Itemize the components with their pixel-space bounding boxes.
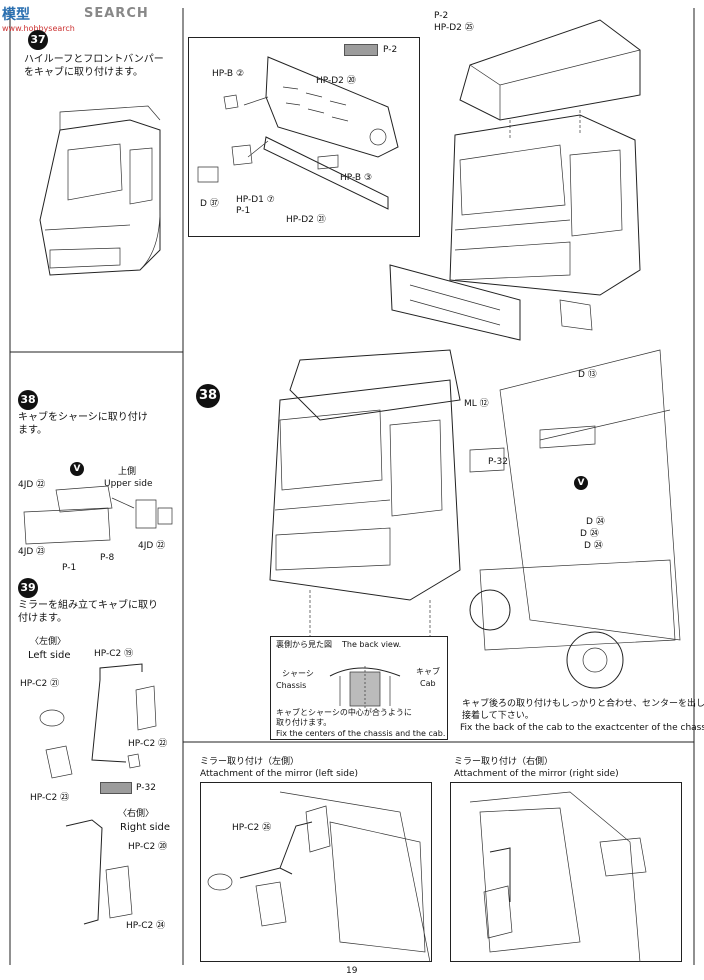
- label-p32-main: P-32: [488, 457, 508, 467]
- label-hpc2-24: HP-C2 ㉔: [126, 921, 166, 931]
- step-37-detail-box: [188, 37, 420, 237]
- note-jp-2: 接着して下さい。: [462, 711, 534, 721]
- chassis-en: Chassis: [276, 681, 307, 690]
- cab-assembly-step37: [389, 19, 641, 341]
- label-d24-b: D ㉔: [580, 529, 599, 539]
- mirror-left-title-en: Attachment of the mirror (left side): [200, 769, 359, 779]
- color-swatch-gray: [344, 44, 378, 56]
- step-39-text-2: 付けます。: [18, 613, 67, 624]
- step-37-badge: 37: [28, 30, 48, 50]
- label-hpc2-21: HP-C2 ㉑: [20, 679, 60, 689]
- mirror-right-title-en: Attachment of the mirror (right side): [454, 769, 619, 779]
- label-4jd22-a: 4JD ㉒: [18, 480, 46, 490]
- label-left-jp: 〈左側〉: [30, 637, 67, 647]
- step-38-badge: 38: [18, 390, 38, 410]
- center-jp-2: 取り付けます。: [276, 718, 332, 727]
- step-38-main-badge: 38: [196, 384, 220, 408]
- label-right-en: Right side: [120, 822, 170, 833]
- label-left-en: Left side: [28, 650, 71, 661]
- label-hpd2-20: HP-D2 ⑳: [316, 76, 356, 86]
- step-37-text-1: ハイルーフとフロントバンパー: [24, 54, 164, 65]
- label-hpd2-25: HP-D2 ㉕: [434, 23, 474, 33]
- mirror-parts-sketch: [39, 663, 157, 925]
- mirror-left-title-jp: ミラー取り付け（左側）: [200, 757, 300, 767]
- label-upper-jp: 上側: [118, 467, 137, 477]
- back-view-title-jp: 裏側から見た図: [276, 640, 332, 649]
- step-37-text-2: をキャブに取り付けます。: [24, 67, 143, 78]
- label-d24-a: D ㉔: [586, 517, 605, 527]
- label-p1: P-1: [236, 206, 251, 216]
- step-38-text-1: キャブをシャーシに取り付け: [18, 412, 148, 423]
- label-hpc2-23: HP-C2 ㉓: [30, 793, 70, 803]
- note-en: Fix the back of the cab to the exactcent…: [460, 723, 704, 733]
- label-hpc2-20: HP-C2 ⑳: [128, 842, 168, 852]
- mirror-right-title-jp: ミラー取り付け（右側）: [454, 757, 554, 767]
- v-mark-main: V: [574, 476, 588, 490]
- label-p32: P-32: [136, 783, 156, 793]
- label-4jd23: 4JD ㉓: [18, 547, 46, 557]
- label-d37: D ㊲: [200, 199, 219, 209]
- label-d13: D ⑬: [578, 370, 597, 380]
- label-p2-box: P-2: [383, 45, 398, 55]
- note-jp-1: キャブ後ろの取り付けもしっかりと合わせ、センターを出して: [462, 699, 704, 709]
- step-39-badge: 39: [18, 578, 38, 598]
- cab-en: Cab: [420, 679, 436, 688]
- step-38-text-2: ます。: [18, 425, 47, 436]
- label-upper-en: Upper side: [104, 479, 153, 489]
- watermark-logo: 模型: [2, 7, 30, 23]
- cab-jp: キャブ: [416, 667, 440, 676]
- mirror-left-box: [200, 782, 432, 962]
- label-hpd1-7: HP-D1 ⑦: [236, 195, 275, 205]
- center-jp-1: キャブとシャーシの中心が合うように: [276, 708, 412, 717]
- page-number: 19: [346, 966, 358, 976]
- watermark-site: www.hobbysearch: [2, 24, 75, 33]
- label-p8: P-8: [100, 553, 115, 563]
- label-hpc2-19: HP-C2 ⑲: [94, 649, 134, 659]
- back-view-sketch: [329, 666, 401, 708]
- v-mark-left: V: [70, 462, 84, 476]
- plate-parts-sketch: [23, 485, 173, 545]
- mirror-right-sketch: [469, 791, 647, 963]
- watermark-brand: SEARCH: [84, 6, 149, 21]
- mirror-right-box: [450, 782, 682, 962]
- label-hpb2: HP-B ②: [212, 69, 245, 79]
- label-hpc2-26: HP-C2 ㉖: [232, 823, 272, 833]
- label-ml12: ML ⑫: [464, 399, 489, 409]
- label-hpb3: HP-B ③: [340, 173, 373, 183]
- label-p1-step38: P-1: [62, 563, 77, 573]
- cab-sketch-step37: [39, 105, 161, 276]
- label-hpd2-21: HP-D2 ㉑: [286, 215, 326, 225]
- label-p2-top: P-2: [434, 11, 449, 21]
- label-d24-c: D ㉔: [584, 541, 603, 551]
- label-hpc2-22: HP-C2 ㉒: [128, 739, 168, 749]
- step-39-text-1: ミラーを組み立てキャブに取り: [18, 600, 158, 611]
- label-right-jp: 〈右側〉: [118, 809, 155, 819]
- label-4jd22-b: 4JD ㉒: [138, 541, 166, 551]
- chassis-jp: シャーシ: [282, 669, 314, 678]
- center-en: Fix the centers of the chassis and the c…: [276, 729, 446, 738]
- back-view-title-en: The back view.: [342, 640, 402, 649]
- mirror-left-sketch: [207, 791, 431, 963]
- bumper-parts-sketch: [197, 56, 399, 210]
- mirror-color-swatch: [100, 782, 132, 794]
- cab-chassis-assembly: [269, 349, 681, 689]
